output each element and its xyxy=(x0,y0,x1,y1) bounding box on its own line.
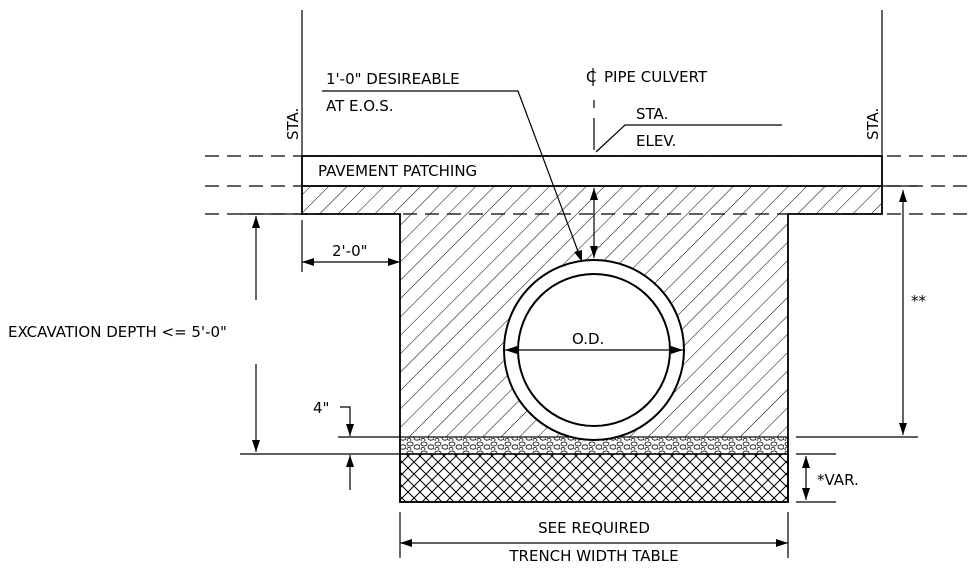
four-inch-label: 4" xyxy=(313,399,329,417)
svg-text:C: C xyxy=(586,68,596,86)
desirable-leader xyxy=(322,90,583,263)
trench-width-table-label: TRENCH WIDTH TABLE xyxy=(508,547,678,565)
var-label: *VAR. xyxy=(817,471,859,489)
sta-elev-leader xyxy=(595,124,782,153)
od-label: O.D. xyxy=(572,330,604,348)
pavement-patching-label: PAVEMENT PATCHING xyxy=(318,162,477,180)
double-star-arrow-bottom xyxy=(899,423,907,435)
offset-arrow-left xyxy=(302,258,314,266)
depth-arrow-bottom xyxy=(252,440,260,452)
offset-arrow-right xyxy=(388,258,400,266)
bedding-arrow-top xyxy=(346,424,354,436)
double-star-label: ** xyxy=(911,292,927,310)
centerline-icon: C xyxy=(586,68,596,86)
elev-label: ELEV. xyxy=(636,132,676,150)
desirable-label: 1'-0" DESIREABLE xyxy=(326,70,460,88)
width-arrow-left xyxy=(400,539,412,547)
od-arrow-right xyxy=(671,346,683,354)
od-arrow-left xyxy=(505,346,517,354)
sta-left-label: STA. xyxy=(284,108,302,140)
var-arrow-bottom xyxy=(802,488,810,500)
width-arrow-right xyxy=(776,539,788,547)
pipe-culvert-label: PIPE CULVERT xyxy=(604,68,708,86)
see-required-label: SEE REQUIRED xyxy=(538,519,650,537)
depth-arrow-top xyxy=(252,216,260,228)
double-star-arrow-top xyxy=(899,190,907,202)
bedding-arrow-bottom xyxy=(346,455,354,467)
cover-arrow-top xyxy=(590,188,598,200)
excavation-depth-label: EXCAVATION DEPTH <= 5'-0" xyxy=(8,323,227,341)
pavement-patching-box xyxy=(301,155,883,187)
at-eos-label: AT E.O.S. xyxy=(326,97,394,115)
sta-right-label: STA. xyxy=(864,108,882,140)
cover-arrow-bottom xyxy=(590,246,598,258)
var-arrow-top xyxy=(802,456,810,468)
sta-center-label: STA. xyxy=(636,105,668,123)
bedding-leader-top xyxy=(340,406,351,436)
desirable-arrow xyxy=(574,250,582,262)
foundation-crosshatch xyxy=(399,453,789,503)
offset-label: 2'-0" xyxy=(332,242,368,260)
